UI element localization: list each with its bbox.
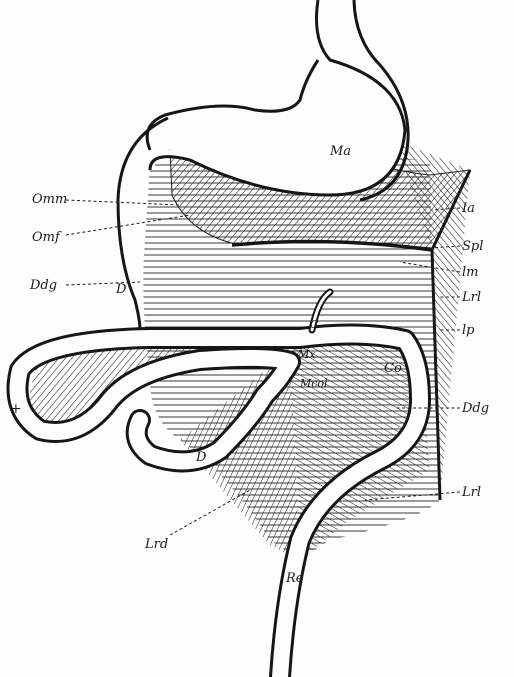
leader-lrd [170,490,250,535]
label-lm: lm [462,265,479,280]
label-lrd: Lrd [144,537,168,552]
label-d-lower: D [195,450,207,465]
label-d-upper: D [115,282,127,297]
label-lrl-lower: Lrl [461,485,481,500]
label-co: Co [384,361,402,376]
label-ia: Ia [461,201,475,216]
label-lp: lp [462,323,475,338]
label-ddg-right: Ddg [461,401,489,416]
label-mcol: Mcol [299,377,328,390]
label-plus: + [10,401,22,417]
label-ma: Ma [329,144,351,159]
label-lrl-upper: Lrl [461,290,481,305]
label-ddg-left: Ddg [29,278,57,293]
label-re: Re [285,571,304,586]
label-omf: Omf [32,230,62,245]
label-omm: Omm [32,192,67,207]
label-c: C [310,318,319,331]
label-mx: Mx [297,348,316,361]
label-spl: Spl [462,239,483,254]
